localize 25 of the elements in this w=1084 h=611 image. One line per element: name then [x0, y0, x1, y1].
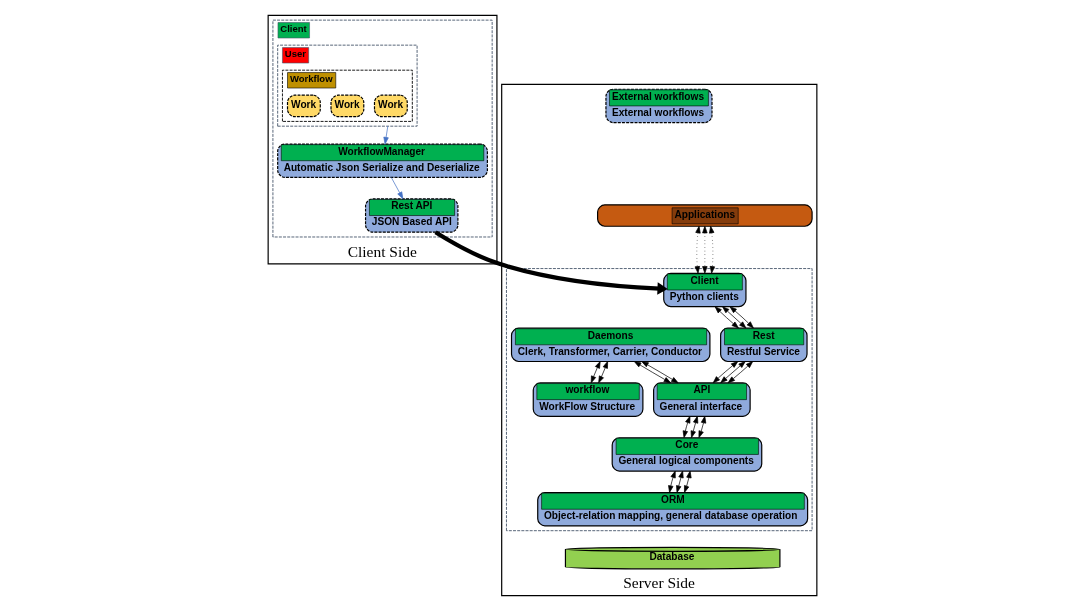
- arrow: [675, 470, 684, 493]
- arrow: [729, 306, 754, 329]
- arrow: [690, 415, 698, 438]
- arrow: [712, 361, 738, 384]
- arrow: [683, 470, 692, 493]
- arrow: [721, 306, 746, 329]
- arrow: [698, 415, 706, 438]
- arrow: [727, 361, 753, 384]
- arrow: [633, 361, 671, 384]
- arrow: [682, 415, 690, 438]
- arrow: [590, 361, 601, 384]
- node-box: Work: [329, 94, 364, 118]
- node-box: Work: [373, 94, 408, 118]
- arrow: [390, 177, 403, 200]
- arrow: [701, 225, 707, 274]
- arrow: [694, 225, 701, 274]
- arrow: [714, 306, 739, 329]
- arrow: [640, 361, 678, 384]
- arrow: [667, 470, 676, 493]
- arrow: [597, 361, 608, 384]
- arrow: [382, 125, 389, 145]
- arrow: [719, 361, 746, 384]
- node-box: Work: [286, 94, 321, 118]
- arrow: [433, 230, 668, 295]
- arrow: [708, 225, 715, 274]
